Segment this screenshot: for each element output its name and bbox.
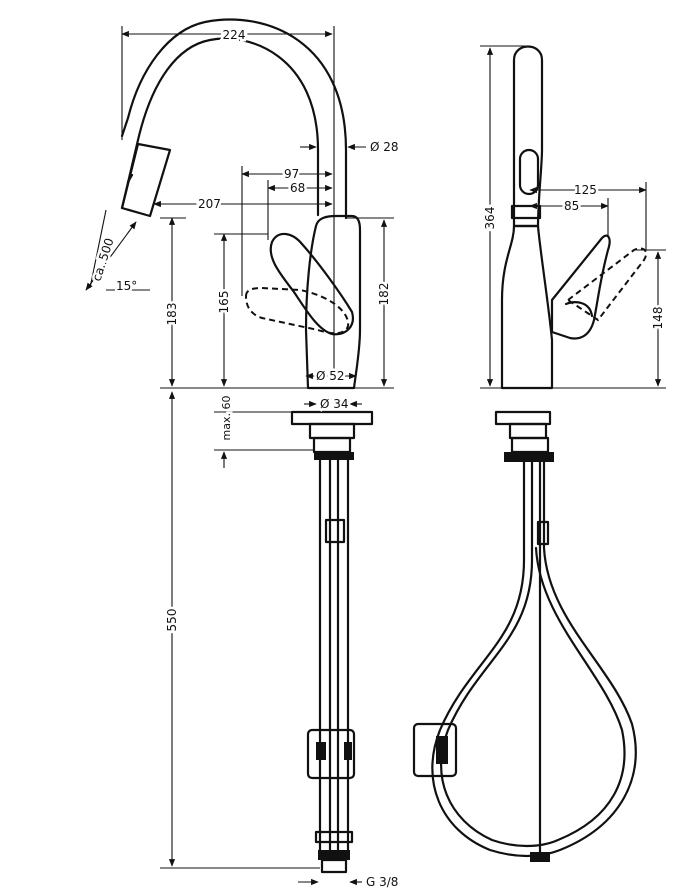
spray-head (120, 142, 172, 218)
dim-max-60: max. 60 (220, 396, 233, 441)
side-lever-dashed (566, 247, 648, 322)
dimension-lines: 224 Ø 28 97 68 207 ca. 500 15° 183 165 1… (85, 26, 668, 889)
dim-182: 182 (377, 283, 391, 306)
dim-550: 550 (165, 609, 179, 632)
dim-183: 183 (165, 303, 179, 326)
side-lever (550, 234, 611, 340)
dim-97: 97 (284, 167, 299, 181)
dim-165: 165 (217, 291, 231, 314)
side-hose-weight (412, 722, 458, 778)
faucet-body (304, 214, 362, 390)
dim-224: 224 (223, 28, 246, 42)
dim-125: 125 (574, 183, 597, 197)
spout-inner (120, 18, 348, 220)
dim-spout-diameter: Ø 28 (370, 140, 399, 154)
spout-outer (120, 37, 320, 217)
side-body (500, 224, 554, 390)
dim-364: 364 (483, 207, 497, 230)
dim-hose-length: ca. 500 (90, 236, 117, 283)
lever-dashed (244, 286, 350, 335)
dim-207: 207 (198, 197, 221, 211)
dim-148: 148 (651, 307, 665, 330)
dim-shank-diameter: Ø 34 (320, 397, 349, 411)
hose-weight (306, 728, 356, 780)
dim-spray-angle: 15° (116, 279, 137, 293)
front-view (120, 18, 374, 874)
dim-68: 68 (290, 181, 305, 195)
dim-g38: G 3/8 (366, 875, 398, 889)
dim-base-diameter: Ø 52 (316, 369, 345, 383)
dim-85: 85 (564, 199, 579, 213)
base-plate (290, 410, 374, 426)
side-spout (512, 45, 544, 228)
side-view (412, 45, 648, 862)
